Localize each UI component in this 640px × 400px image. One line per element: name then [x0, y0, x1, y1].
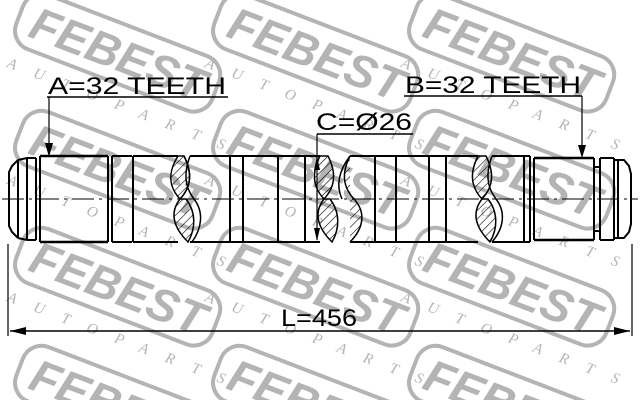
dimension-length	[7, 244, 633, 336]
dimension-a-leader	[45, 96, 228, 157]
break-symbols	[170, 155, 504, 244]
shaft-body	[133, 155, 531, 243]
dimension-a-label: A=32 TEETH	[48, 73, 226, 100]
dimension-c-leader	[314, 133, 413, 241]
left-spline-end	[8, 154, 134, 244]
dimension-b-leader	[404, 95, 586, 158]
dimension-length-label: L=456	[281, 305, 357, 332]
dimension-c-label: C=Ø26	[316, 109, 412, 136]
dimension-b-label: B=32 TEETH	[405, 72, 581, 99]
right-spline-end	[533, 156, 632, 242]
